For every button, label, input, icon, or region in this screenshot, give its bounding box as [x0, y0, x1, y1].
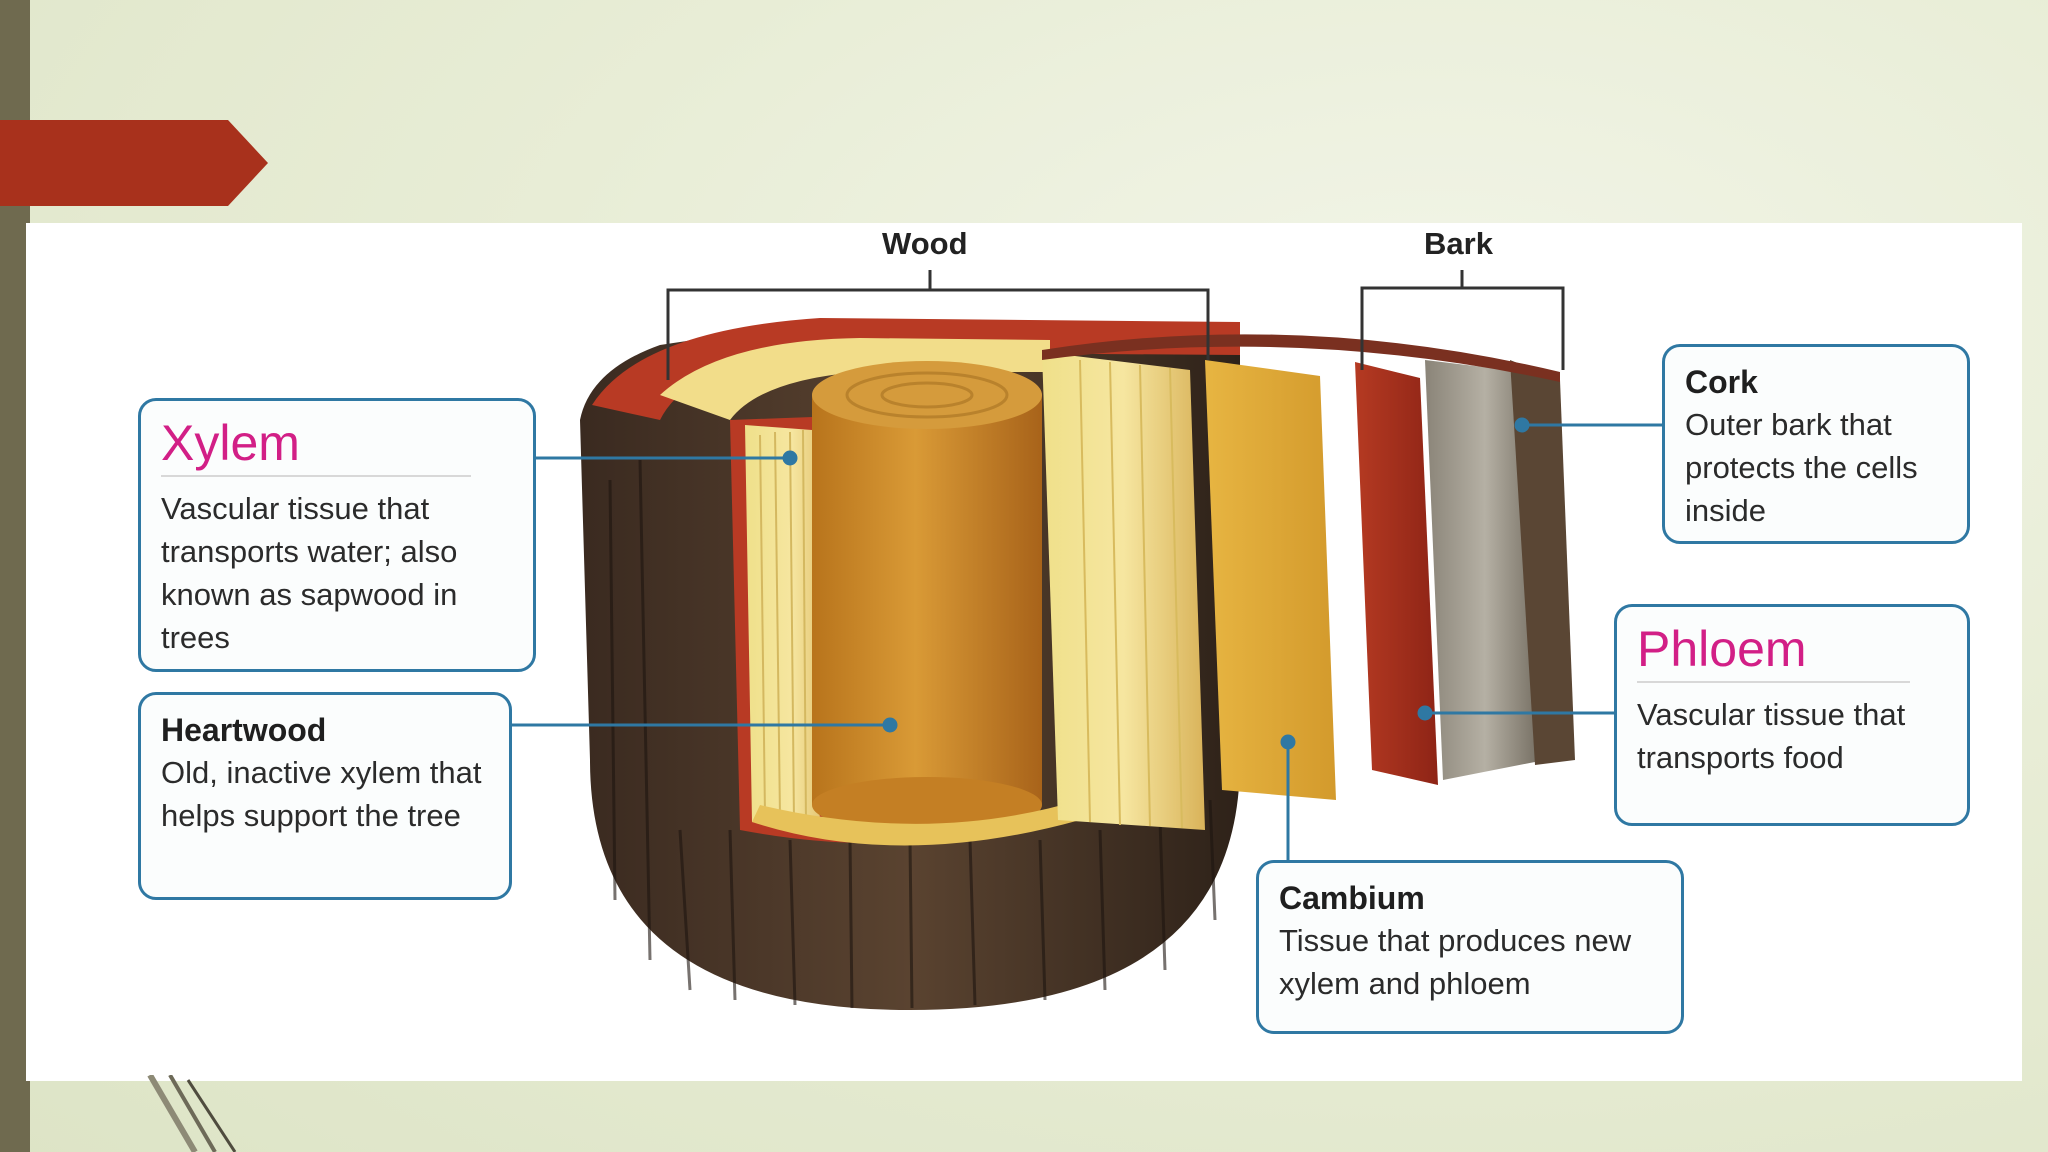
- phloem-callout: Phloem Vascular tissue that transports f…: [1614, 604, 1970, 826]
- cork-title: Cork: [1685, 364, 1758, 400]
- bark-bracket-label: Bark: [1424, 226, 1493, 261]
- wood-bracket-label: Wood: [882, 226, 968, 261]
- xylem-callout: Xylem Vascular tissue that transports wa…: [138, 398, 536, 672]
- cork-callout: Cork Outer bark that protects the cells …: [1662, 344, 1970, 544]
- heartwood-title: Heartwood: [161, 712, 327, 748]
- title-accent-arrow: [0, 120, 268, 206]
- cambium-callout: Cambium Tissue that produces new xylem a…: [1256, 860, 1684, 1034]
- phloem-description: Vascular tissue that transports food: [1637, 697, 1906, 775]
- heartwood-description: Old, inactive xylem that helps support t…: [161, 755, 482, 833]
- phloem-title: Phloem: [1637, 621, 1910, 683]
- cork-description: Outer bark that protects the cells insid…: [1685, 407, 1918, 528]
- cambium-title: Cambium: [1279, 880, 1425, 916]
- decorative-slash-lines: [147, 1075, 237, 1152]
- heartwood-callout: Heartwood Old, inactive xylem that helps…: [138, 692, 512, 900]
- xylem-description: Vascular tissue that transports water; a…: [161, 491, 458, 655]
- xylem-title: Xylem: [161, 415, 471, 477]
- cambium-description: Tissue that produces new xylem and phloe…: [1279, 923, 1632, 1001]
